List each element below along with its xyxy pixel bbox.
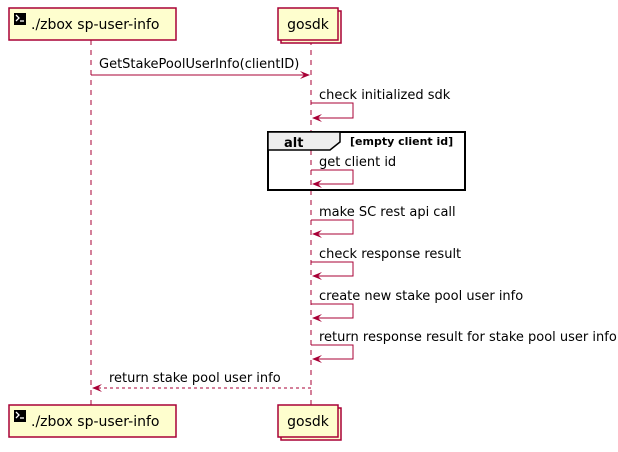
message-call-label: GetStakePoolUserInfo(clientID) (99, 57, 299, 72)
participant-cli-label: ./zbox sp-user-info (31, 414, 159, 430)
participant-sdk-label: gosdk (287, 414, 330, 430)
participant-cli-label: ./zbox sp-user-info (31, 17, 159, 33)
participant-sdk-top: gosdk (277, 7, 342, 44)
self-message-return-response: return response result for stake pool us… (311, 330, 617, 363)
message-return: return stake pool user info (92, 371, 311, 392)
message-return-label: return stake pool user info (109, 371, 281, 386)
self-message-label: get client id (319, 155, 396, 170)
participant-cli-top: ./zbox sp-user-info (8, 7, 177, 41)
self-message-label: check initialized sdk (319, 88, 451, 103)
alt-condition: [empty client id] (350, 135, 453, 148)
self-message-label: return response result for stake pool us… (319, 330, 617, 345)
self-message-label: create new stake pool user info (319, 289, 523, 304)
message-call: GetStakePoolUserInfo(clientID) (91, 57, 310, 79)
self-message-label: make SC rest api call (319, 205, 456, 220)
terminal-icon (14, 410, 26, 422)
alt-fragment: alt [empty client id] (267, 131, 466, 191)
self-message-create-user-info: create new stake pool user info (311, 289, 523, 322)
participant-sdk-label: gosdk (287, 17, 330, 33)
self-message-rest-call: make SC rest api call (311, 205, 456, 238)
terminal-icon (14, 13, 26, 25)
self-message-label: check response result (319, 247, 461, 262)
self-message-check-sdk: check initialized sdk (311, 88, 451, 122)
participant-cli-bottom: ./zbox sp-user-info (8, 404, 177, 438)
self-message-check-response: check response result (311, 247, 461, 280)
self-message-get-client-id: get client id (311, 155, 396, 188)
alt-keyword: alt (284, 136, 303, 151)
participant-sdk-bottom: gosdk (277, 404, 342, 441)
